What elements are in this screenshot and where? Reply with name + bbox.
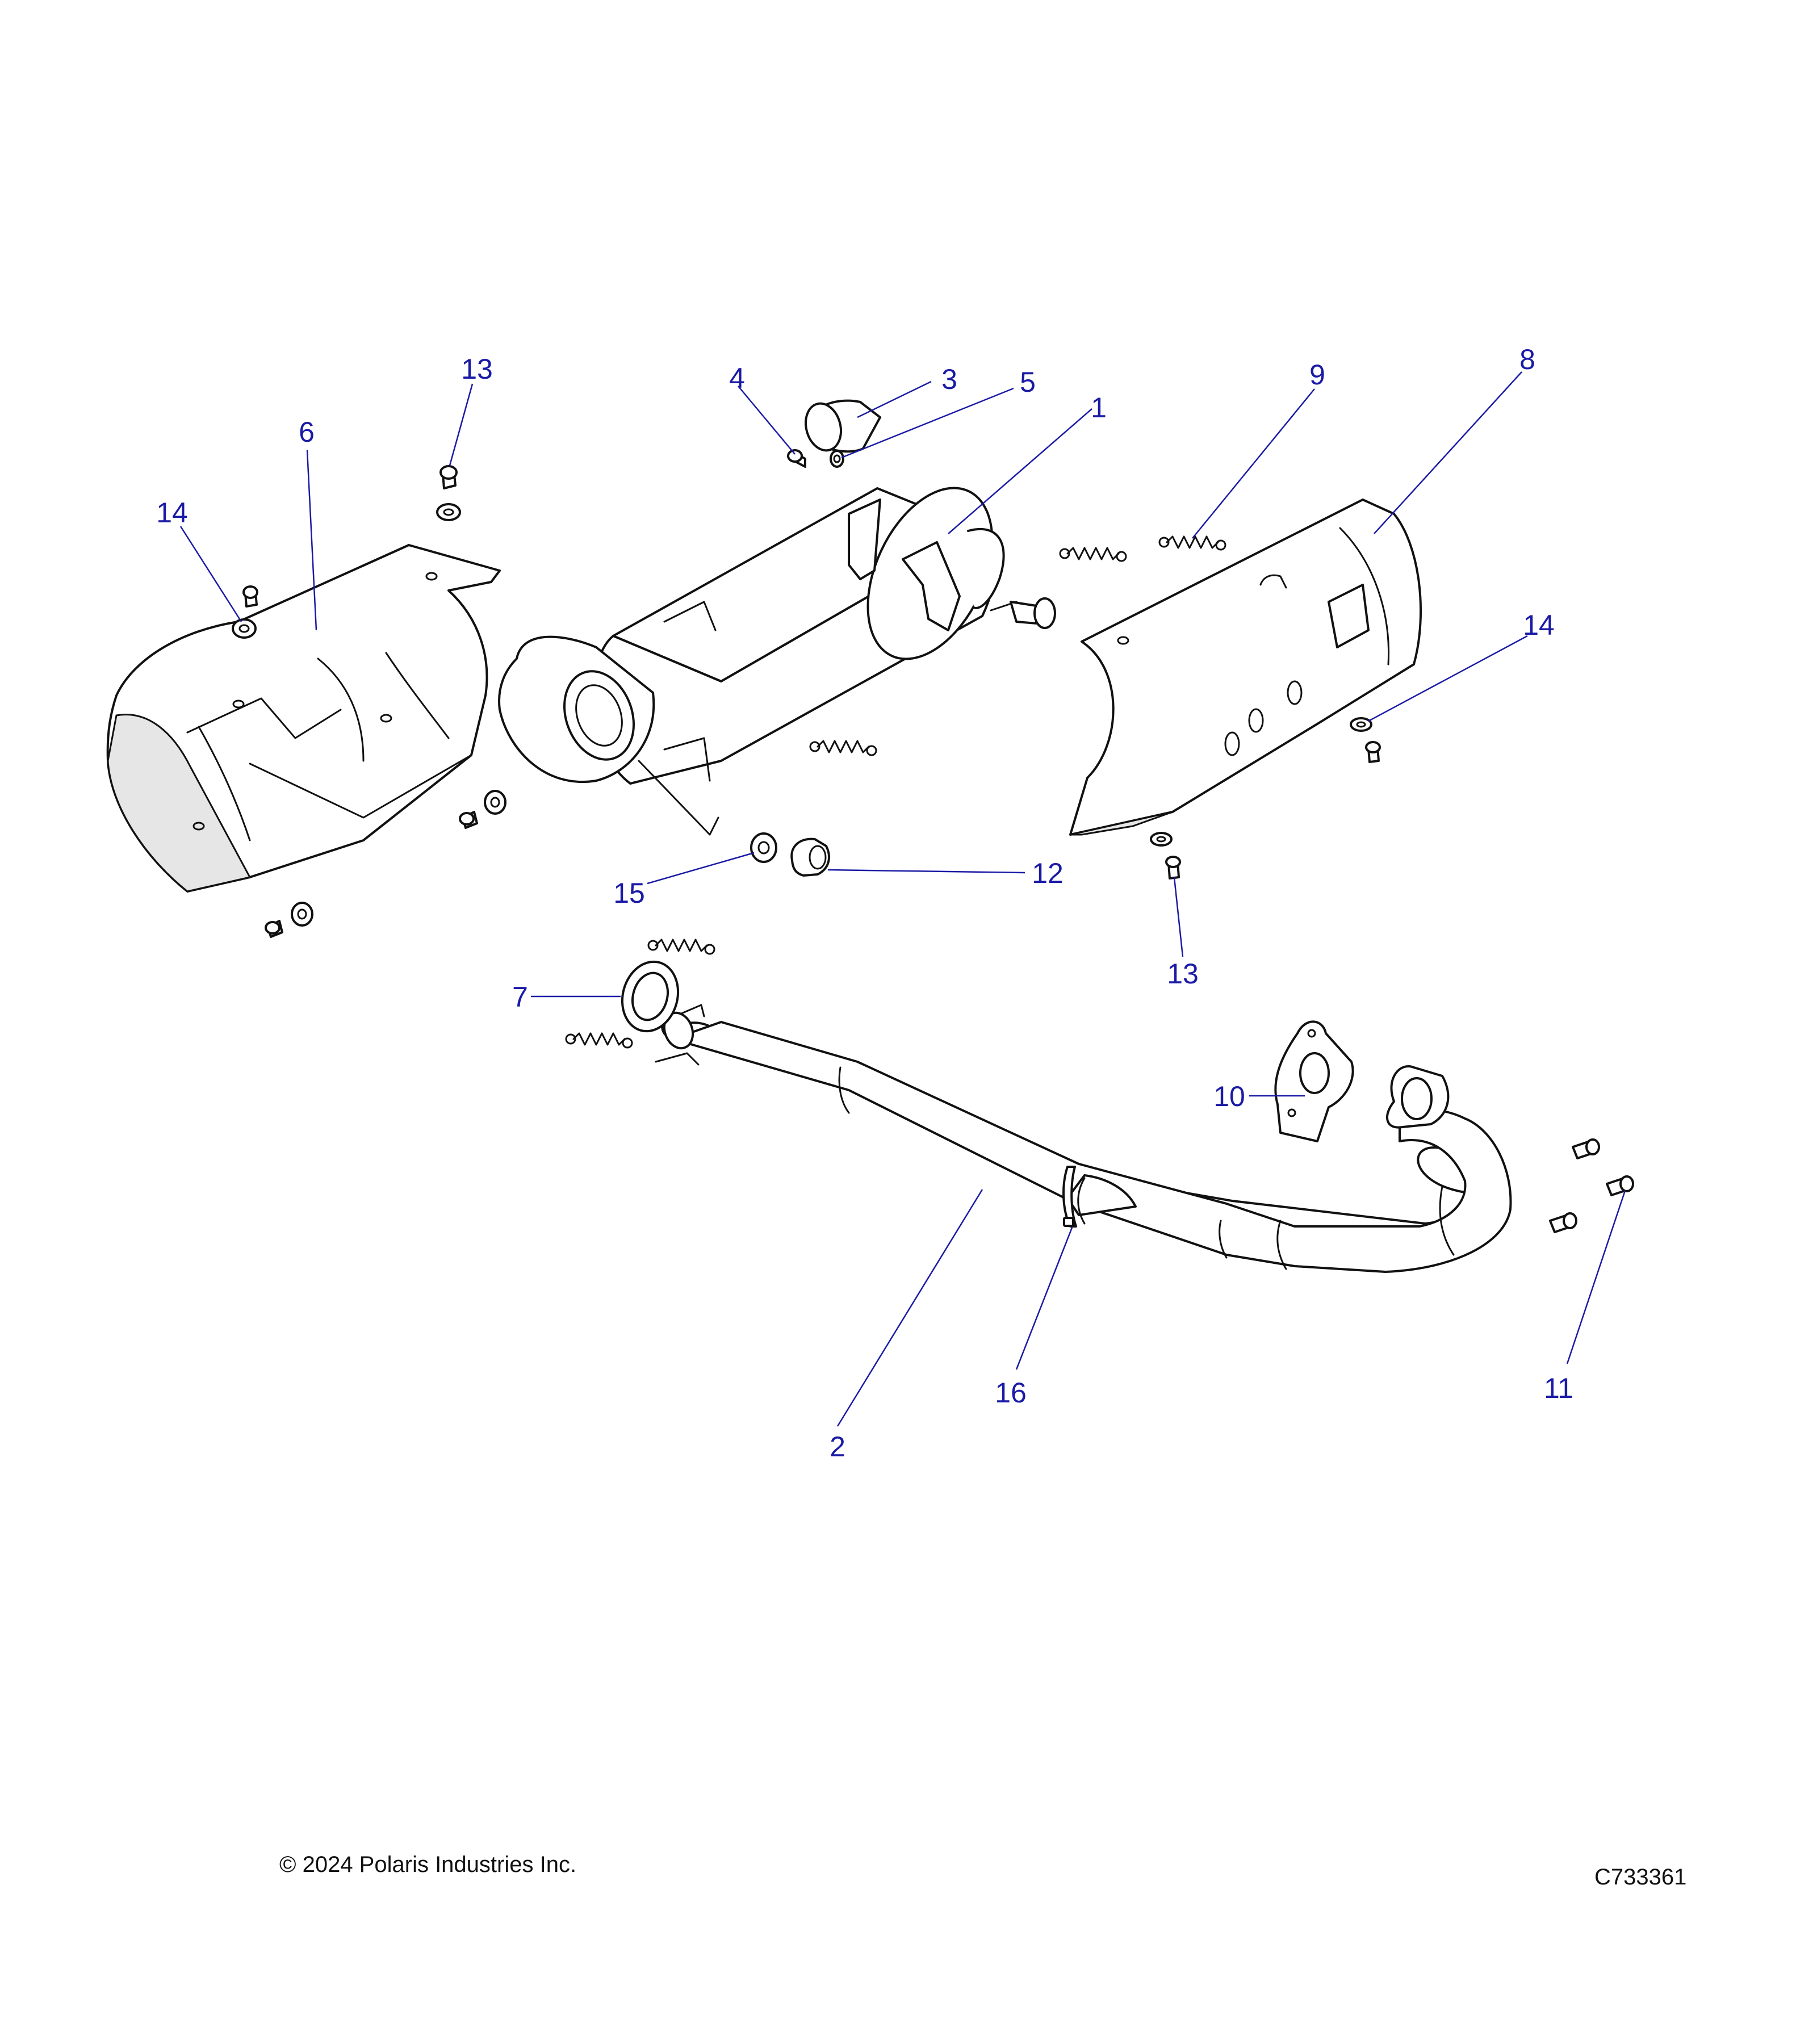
- cap-screw: [787, 449, 806, 468]
- leader-13-top: [449, 383, 474, 466]
- washer-right-bottom: [1150, 832, 1173, 847]
- outlet-cap: [805, 399, 881, 453]
- leader-5: [841, 387, 1014, 459]
- callout-10: 10: [1213, 1080, 1245, 1112]
- leader-8: [1374, 371, 1522, 534]
- callout-2: 2: [830, 1431, 845, 1463]
- callout-3: 3: [941, 363, 957, 395]
- washer-left-mid: [484, 790, 506, 815]
- callout-7: 7: [512, 981, 528, 1013]
- spring-upper-muffler: [1059, 547, 1127, 562]
- leader-6: [306, 450, 317, 631]
- pipe-clamp: [1062, 1166, 1077, 1228]
- screw-left-mid: [459, 811, 478, 829]
- spring-lower-muffler: [809, 740, 877, 756]
- muffler-spring: [1158, 535, 1226, 551]
- callout-13-top: 13: [461, 353, 493, 385]
- leader-9: [1192, 388, 1315, 539]
- leader-12: [827, 869, 1025, 874]
- callout-1: 1: [1091, 392, 1107, 424]
- shield-washer-right: [1350, 717, 1372, 732]
- grommet-washer: [750, 832, 777, 863]
- screw-left-bottom: [265, 920, 283, 938]
- callout-4: 4: [729, 362, 745, 394]
- callout-14-left: 14: [156, 497, 188, 529]
- shield-washer-left: [232, 618, 257, 639]
- spring-pipe-upper: [647, 939, 715, 955]
- shield-screw-bottom: [1165, 856, 1181, 879]
- spring-pipe-lower: [565, 1032, 633, 1049]
- screw-right-shield: [1365, 741, 1381, 763]
- leader-16: [1015, 1227, 1073, 1370]
- callout-16: 16: [995, 1377, 1027, 1409]
- washer-top-left: [436, 503, 461, 521]
- callout-8: 8: [1519, 344, 1535, 375]
- screw-left-shield-top: [242, 585, 258, 608]
- shield-screw-top: [439, 465, 458, 489]
- leader-1: [948, 408, 1092, 534]
- head-pipe: [655, 1004, 1512, 1273]
- leader-14-left: [179, 526, 242, 622]
- drawing-number: C733361: [1594, 1865, 1687, 1890]
- callout-6: 6: [299, 416, 315, 448]
- flange-bolt: [1549, 1138, 1634, 1233]
- leader-13-bottom: [1173, 877, 1184, 957]
- callouts: 1 2 3 4 5 6 7 8 9 10 11 12 13 13 14 14 1…: [156, 344, 1573, 1463]
- copyright-notice: © 2024 Polaris Industries Inc.: [279, 1852, 577, 1877]
- callout-12: 12: [1032, 857, 1064, 889]
- callout-13-bottom: 13: [1167, 958, 1199, 990]
- muffler: [498, 487, 1056, 836]
- callout-15: 15: [613, 877, 645, 909]
- exhaust-gasket: [1274, 1020, 1354, 1142]
- cap-nut: [830, 450, 844, 468]
- leader-15: [647, 852, 755, 885]
- leader-3: [857, 380, 932, 418]
- right-heat-shield: [1069, 499, 1422, 836]
- callout-5: 5: [1020, 366, 1036, 398]
- callout-9: 9: [1309, 359, 1325, 391]
- callout-14-right: 14: [1523, 609, 1555, 641]
- leader-lines: [179, 371, 1626, 1427]
- pipe-seal: [621, 960, 680, 1033]
- washer-left-bottom: [291, 902, 313, 927]
- leader-2: [836, 1189, 983, 1427]
- leader-14-right: [1368, 635, 1528, 722]
- callout-11: 11: [1544, 1372, 1573, 1404]
- muffler-grommet: [790, 837, 830, 877]
- leader-11: [1566, 1190, 1626, 1364]
- left-heat-shield: [106, 544, 501, 893]
- leader-4: [738, 386, 796, 455]
